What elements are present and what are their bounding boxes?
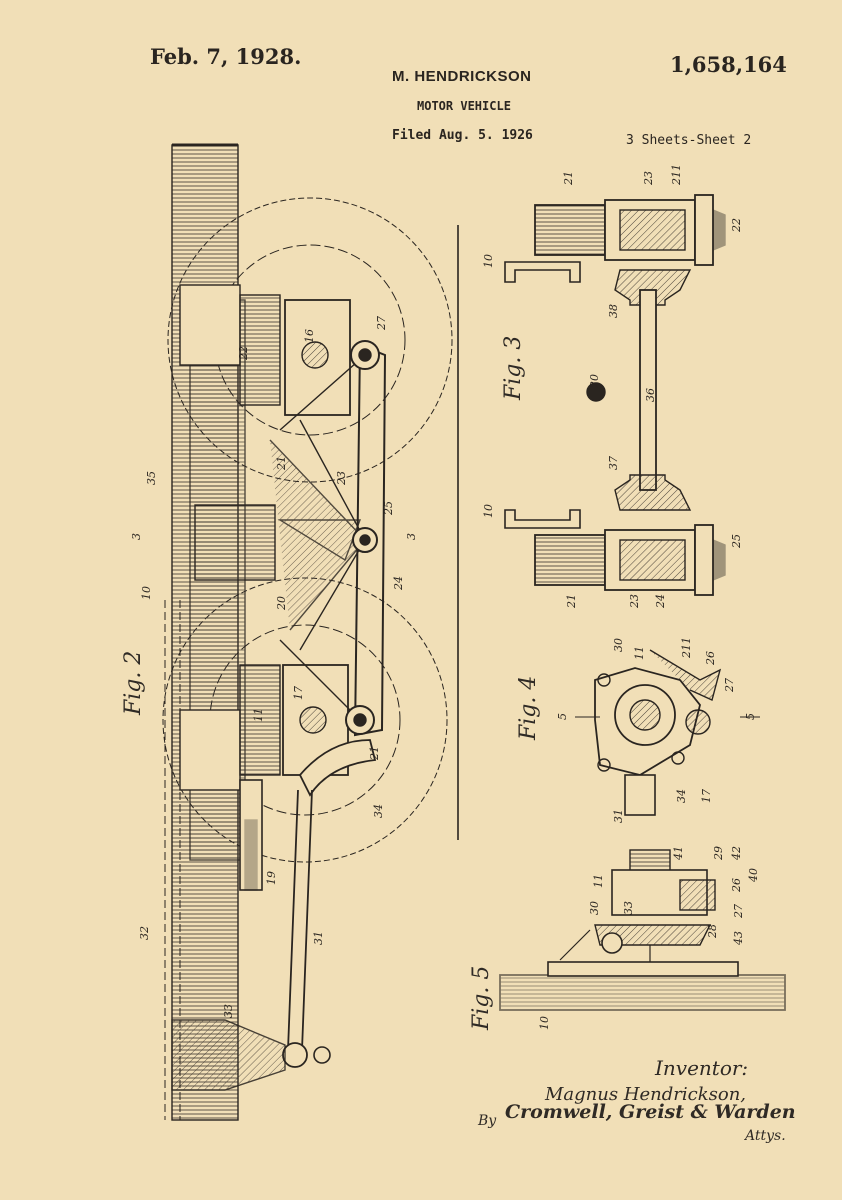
reference-numeral: 20 <box>588 374 601 389</box>
bracket <box>171 1019 286 1091</box>
reference-numeral: 28 <box>706 924 719 939</box>
reference-numeral: 40 <box>747 868 760 883</box>
inventor-label: Inventor: <box>654 1056 748 1080</box>
reference-numeral: 211 <box>680 637 693 659</box>
reference-numeral: 5 <box>744 713 757 720</box>
reference-numeral: 21 <box>565 594 578 609</box>
reference-numeral: 16 <box>303 329 316 343</box>
filed-date: Filed Aug. 5. 1926 <box>392 128 533 143</box>
reference-numeral: 21 <box>368 746 381 761</box>
reference-numeral: 23 <box>628 594 641 609</box>
fig4-label: Fig. 4 <box>516 676 541 741</box>
reference-numeral: 10 <box>140 586 153 600</box>
reference-numeral: 24 <box>392 576 405 591</box>
reference-numeral: 21 <box>562 171 575 186</box>
sheet-count: 3 Sheets-Sheet 2 <box>626 133 752 148</box>
reference-numeral: 41 <box>672 846 685 861</box>
reference-numeral: 30 <box>588 901 601 915</box>
torque-rod <box>287 789 313 1051</box>
reference-numeral: 11 <box>252 708 265 722</box>
reference-numeral: 22 <box>237 346 250 361</box>
reference-numeral: 27 <box>732 904 745 919</box>
reference-numeral: 26 <box>730 878 743 893</box>
reference-numeral: 24 <box>654 594 667 609</box>
figure-2 <box>162 143 459 1121</box>
reference-numeral: 211 <box>670 164 683 186</box>
fig2-label: Fig. 2 <box>121 651 146 716</box>
reference-numeral: 10 <box>538 1016 551 1030</box>
patent-number: 1,658,164 <box>670 52 787 77</box>
reference-numeral: 10 <box>482 254 495 268</box>
attys-label: Attys. <box>743 1128 786 1144</box>
reference-numeral: 23 <box>335 471 348 486</box>
figure-3 <box>504 194 726 596</box>
inventor-signature: Magnus Hendrickson, <box>544 1084 746 1105</box>
reference-numeral: 19 <box>265 871 278 885</box>
fig3-label: Fig. 3 <box>501 336 526 401</box>
drive-shaft <box>239 779 263 891</box>
reference-numeral: 34 <box>675 789 688 803</box>
reference-numeral: 11 <box>633 646 646 660</box>
reference-numeral: 21 <box>275 456 288 471</box>
reference-numeral: 30 <box>612 638 625 652</box>
reference-numeral: 3 <box>130 533 143 540</box>
reference-numeral: 3 <box>405 533 418 540</box>
inventor-name: M. HENDRICKSON <box>392 68 532 85</box>
reference-numeral: 43 <box>732 931 745 946</box>
figure-4 <box>575 649 760 816</box>
reference-numeral: 27 <box>723 678 736 693</box>
patent-date: Feb. 7, 1928. <box>150 44 302 69</box>
reference-numeral: 25 <box>730 534 743 549</box>
reference-numeral: 42 <box>730 846 743 861</box>
reference-numeral: 10 <box>482 504 495 518</box>
reference-numeral: 33 <box>622 901 635 915</box>
reference-numeral: 38 <box>607 304 620 318</box>
patent-title: MOTOR VEHICLE <box>417 99 511 113</box>
reference-numeral: 27 <box>375 316 388 331</box>
reference-numeral: 23 <box>642 171 655 186</box>
reference-numeral: 11 <box>592 874 605 888</box>
wheel-base <box>499 974 786 1011</box>
reference-numeral: 36 <box>644 388 657 402</box>
figure-5 <box>499 849 786 1011</box>
reference-numeral: 37 <box>607 456 620 470</box>
reference-numeral: 32 <box>138 926 151 940</box>
reference-numeral: 26 <box>704 651 717 666</box>
reference-numeral: 5 <box>556 713 569 720</box>
reference-numeral: 25 <box>382 501 395 516</box>
wheel-front <box>167 197 453 483</box>
reference-numeral: 17 <box>700 789 713 803</box>
reference-numeral: 29 <box>712 846 725 861</box>
signature-block: Inventor: Magnus Hendrickson, By Cromwel… <box>477 1056 796 1144</box>
attorneys-signature: Cromwell, Greist & Warden <box>505 1101 796 1123</box>
reference-numeral: 33 <box>222 1004 235 1018</box>
reference-numeral: 17 <box>292 686 305 700</box>
reference-numeral: 31 <box>612 809 625 823</box>
reference-numeral: 20 <box>275 596 288 611</box>
fig5-label: Fig. 5 <box>469 966 494 1031</box>
by-label: By <box>477 1113 497 1129</box>
reference-numeral: 34 <box>372 804 385 818</box>
reference-numeral: 35 <box>145 471 158 485</box>
reference-numeral: 22 <box>730 218 743 233</box>
reference-numeral: 31 <box>312 931 325 945</box>
